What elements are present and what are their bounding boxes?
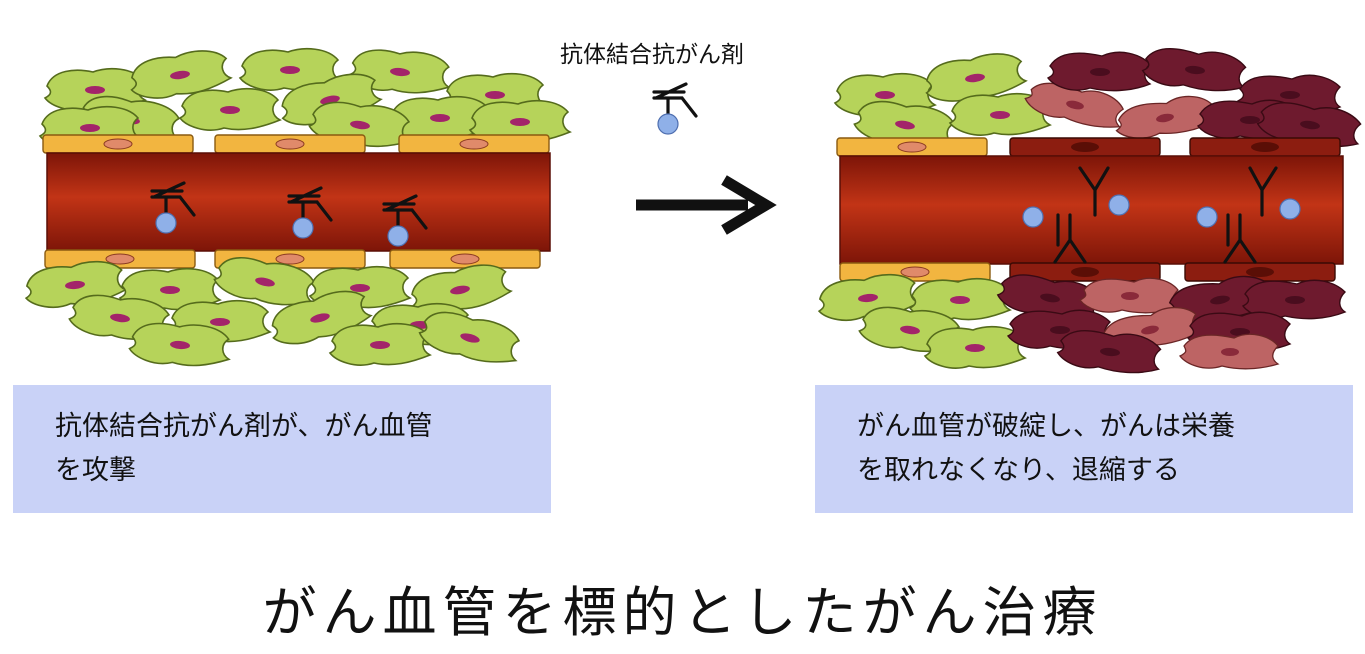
antibody-drug-conjugate-icon: [652, 82, 698, 136]
left-caption-line1: 抗体結合抗がん剤が、がん血管: [55, 411, 433, 442]
left-panel-tumor-vessel: [22, 44, 571, 372]
left-endothelial-bottom: [44, 249, 541, 269]
right-endothelial-top: [836, 137, 1341, 157]
left-endothelial-top: [42, 134, 550, 154]
arrow-right-icon: [636, 175, 777, 235]
left-tumor-cells-bottom: [22, 249, 525, 372]
right-blood-vessel: [839, 155, 1344, 265]
right-caption-box: がん血管が破綻し、がんは栄養 を取れなくなり、退縮する: [815, 385, 1353, 513]
right-tumor-cells-top: [834, 44, 1363, 155]
right-panel-damaged-vessel: [815, 44, 1363, 377]
right-tumor-cells-bottom: [815, 268, 1346, 377]
drug-label: 抗体結合抗がん剤: [560, 42, 744, 68]
page-title: がん血管を標的としたがん治療: [262, 581, 1103, 644]
right-adc-attached: [1053, 166, 1278, 264]
left-caption-line2: を攻撃: [55, 455, 136, 486]
right-caption-line1: がん血管が破綻し、がんは栄養: [857, 411, 1235, 442]
left-caption-box: 抗体結合抗がん剤が、がん血管 を攻撃: [13, 385, 551, 513]
right-drug-balls: [1022, 194, 1301, 228]
right-caption-line2: を取れなくなり、退縮する: [857, 455, 1180, 486]
right-endothelial-bottom: [839, 262, 1336, 282]
